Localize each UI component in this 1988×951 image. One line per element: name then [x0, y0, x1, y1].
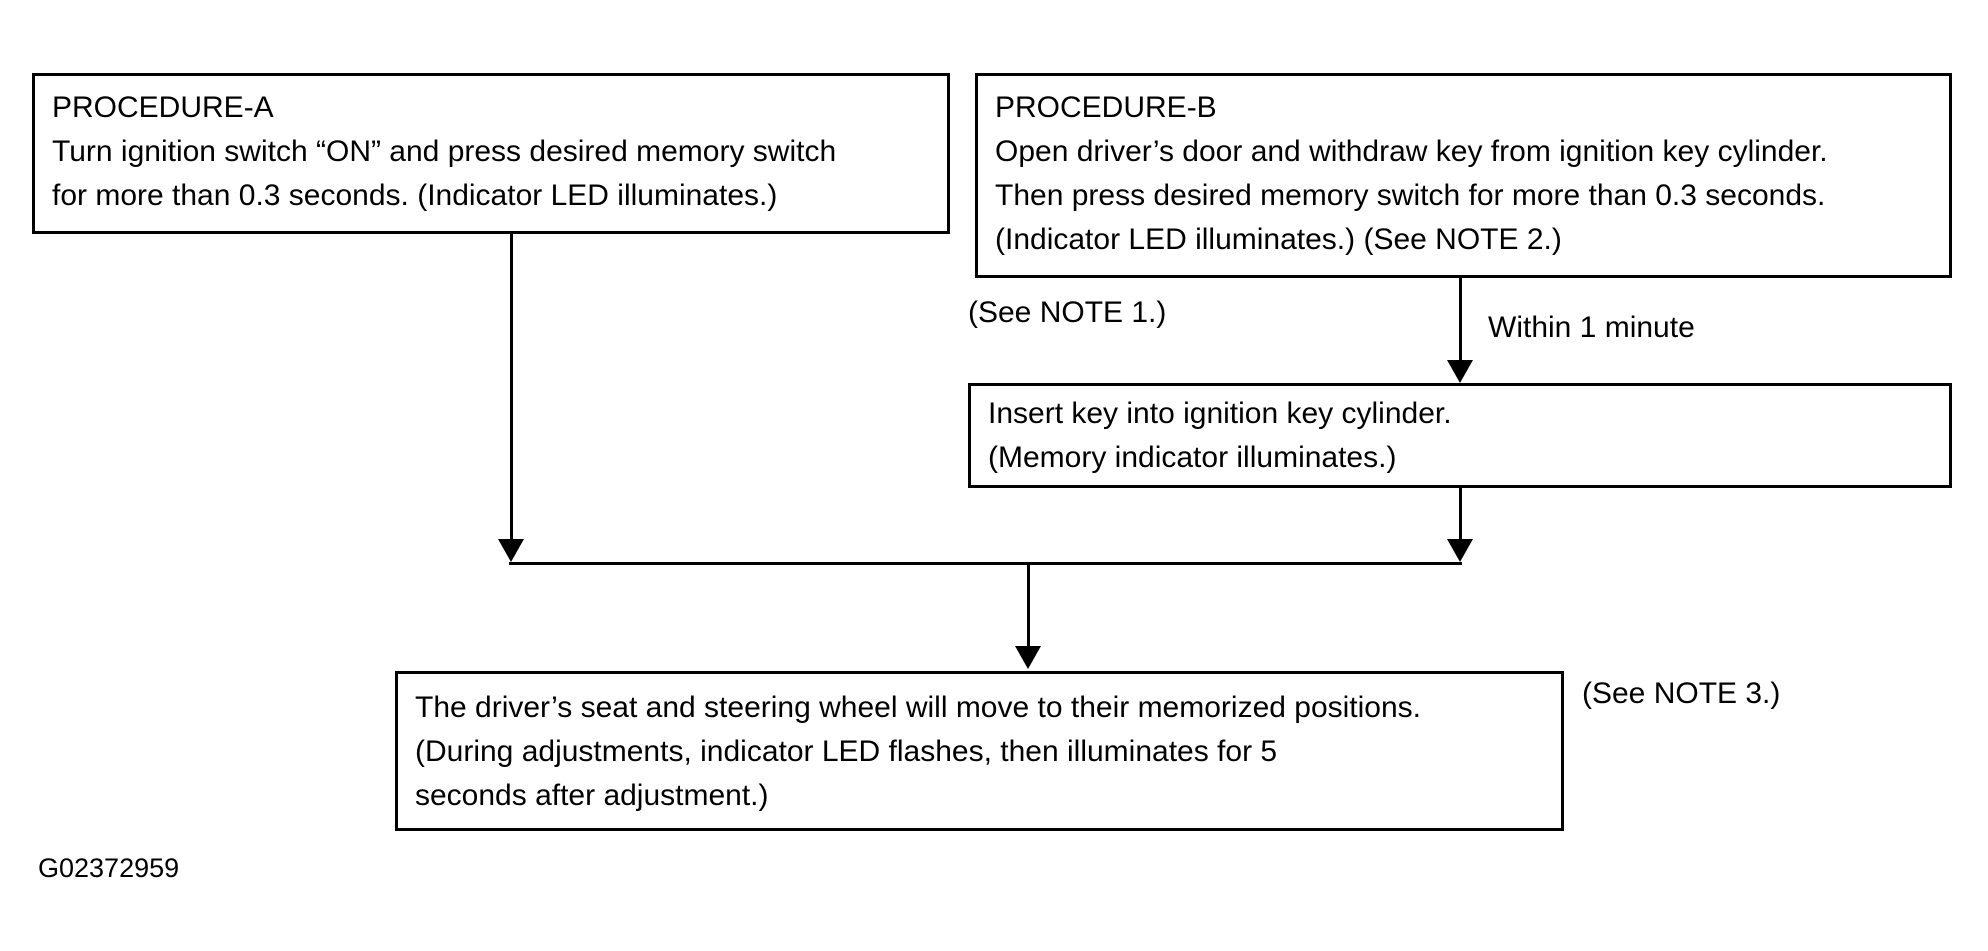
insert-key-text-line: Insert key into ignition key cylinder.: [988, 397, 1452, 430]
procedure-a-text-line: Turn ignition switch “ON” and press desi…: [52, 135, 837, 168]
result-text-line: (During adjustments, indicator LED flash…: [415, 735, 1278, 768]
junction-to-result-line: [1027, 565, 1030, 648]
see-note-1-label: (See NOTE 1.): [968, 296, 1167, 329]
procedure-a-text-line: for more than 0.3 seconds. (Indicator LE…: [52, 179, 778, 212]
procedure-a-box: PROCEDURE-A Turn ignition switch “ON” an…: [32, 73, 950, 234]
down-arrowhead-icon: [1447, 539, 1473, 562]
insert-to-junction-line: [1459, 488, 1462, 541]
result-box: The driver’s seat and steering wheel wil…: [395, 671, 1564, 831]
procedure-b-text-line: Then press desired memory switch for mor…: [995, 179, 1826, 212]
within-1-minute-label: Within 1 minute: [1488, 311, 1695, 344]
down-arrowhead-icon: [498, 539, 524, 562]
junction-connector-line: [509, 562, 1462, 565]
procedure-b-to-insert-line: [1459, 278, 1462, 362]
procedure-b-title: PROCEDURE-B: [995, 91, 1217, 124]
procedure-b-box: PROCEDURE-B Open driver’s door and withd…: [975, 73, 1952, 278]
procedure-b-text-line: (Indicator LED illuminates.) (See NOTE 2…: [995, 223, 1562, 256]
result-text-line: seconds after adjustment.): [415, 779, 769, 812]
result-text-line: The driver’s seat and steering wheel wil…: [415, 691, 1422, 724]
procedure-b-text-line: Open driver’s door and withdraw key from…: [995, 135, 1828, 168]
figure-id-label: G02372959: [38, 853, 180, 883]
procedure-a-to-junction-line: [510, 234, 513, 541]
see-note-3-label: (See NOTE 3.): [1582, 677, 1781, 710]
insert-key-text-line: (Memory indicator illuminates.): [988, 441, 1397, 474]
down-arrowhead-icon: [1015, 646, 1041, 669]
down-arrowhead-icon: [1447, 360, 1473, 383]
insert-key-box: Insert key into ignition key cylinder. (…: [968, 383, 1952, 488]
procedure-a-title: PROCEDURE-A: [52, 91, 274, 124]
